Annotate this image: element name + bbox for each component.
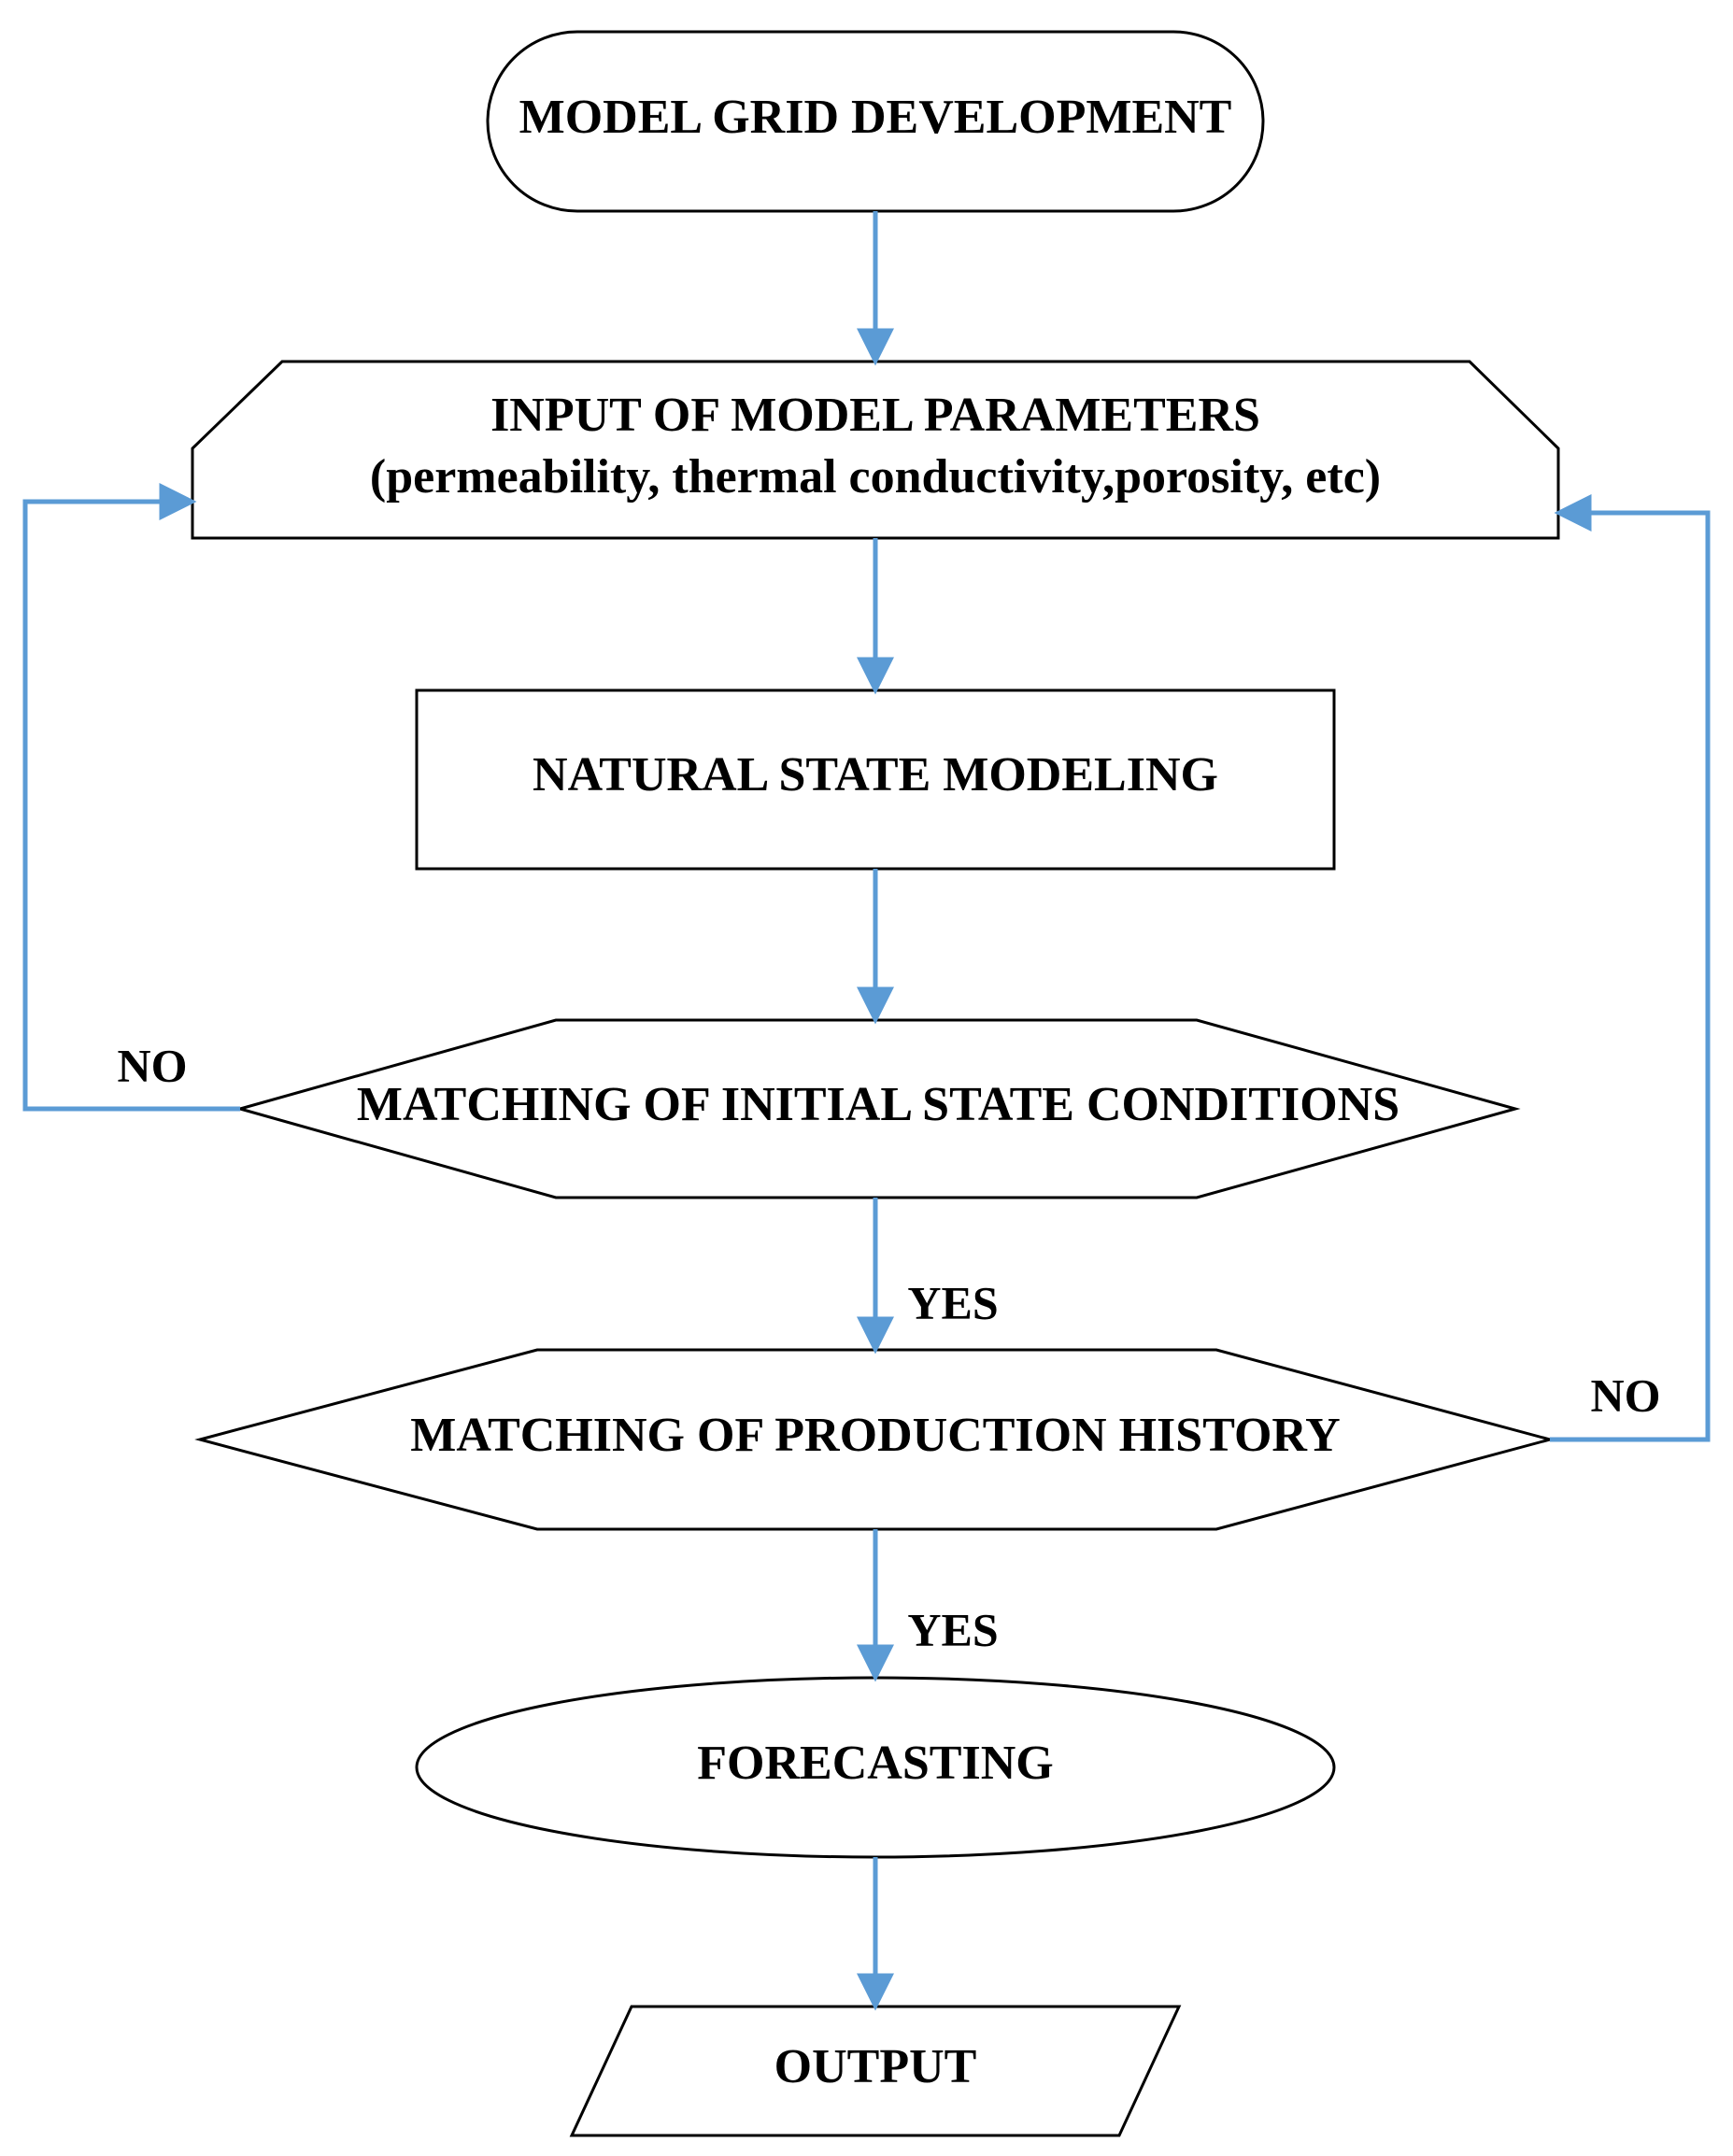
node-matching-initial-state: MATCHING OF INITIAL STATE CONDITIONS	[234, 1018, 1521, 1199]
model-grid-development-label: MODEL GRID DEVELOPMENT	[519, 91, 1232, 144]
process-shape	[415, 688, 1336, 871]
natural-state-modeling-label: NATURAL STATE MODELING	[533, 748, 1218, 801]
edge-label-initial-yes: YES	[907, 1276, 998, 1328]
node-matching-production-history: MATCHING OF PRODUCTION HISTORY	[194, 1348, 1555, 1531]
manual-input-shape	[191, 360, 1560, 540]
data-parallelogram-shape	[569, 2005, 1182, 2137]
arrow-initial-match-no-loop	[22, 483, 240, 1112]
matching-production-history-label: MATCHING OF PRODUCTION HISTORY	[410, 1409, 1340, 1462]
decision-hexagon-shape	[194, 1348, 1555, 1531]
output-label: OUTPUT	[774, 2040, 977, 2093]
input-model-parameters-sublabel: (permeability, thermal conductivity,poro…	[370, 450, 1381, 504]
input-model-parameters-label: INPUT OF MODEL PARAMETERS	[490, 389, 1260, 442]
node-model-grid-development: MODEL GRID DEVELOPMENT	[486, 30, 1265, 213]
node-input-model-parameters: INPUT OF MODEL PARAMETERS (permeability,…	[191, 360, 1560, 540]
node-natural-state-modeling: NATURAL STATE MODELING	[415, 688, 1336, 871]
arrow-production-match-no-loop	[1550, 494, 1711, 1442]
connectors	[22, 211, 1711, 2011]
edge-label-initial-no: NO	[118, 1039, 188, 1091]
forecasting-label: FORECASTING	[697, 1737, 1053, 1790]
node-forecasting: FORECASTING	[415, 1676, 1336, 1859]
matching-initial-state-label: MATCHING OF INITIAL STATE CONDITIONS	[357, 1078, 1399, 1131]
edge-label-production-no: NO	[1591, 1369, 1661, 1421]
edge-label-production-yes: YES	[907, 1603, 998, 1655]
node-output: OUTPUT	[569, 2005, 1182, 2137]
